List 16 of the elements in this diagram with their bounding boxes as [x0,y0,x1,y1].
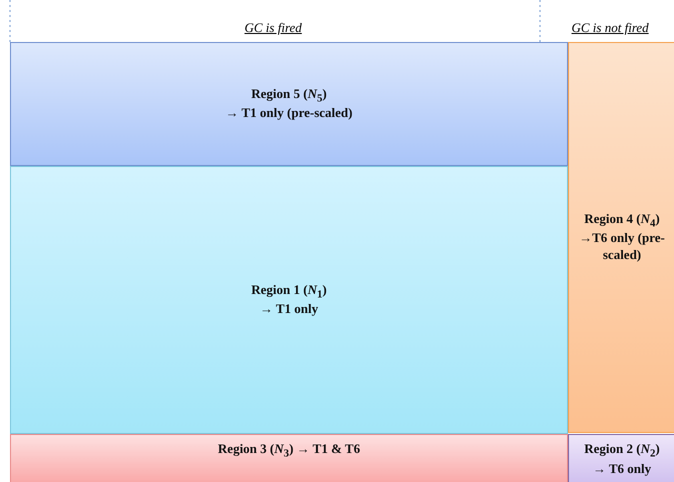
column-heading: GC is not fired [572,20,649,36]
region-label: → T1 only [260,301,318,318]
region-label: → T6 only [592,460,652,478]
region-label: Region 3 (N$_{3}$) → T1 & T6 [218,441,360,461]
region-label: Region 2 (N$_{2}$) [584,441,660,461]
region-box [568,42,674,433]
column-heading: GC is fired [244,20,302,36]
region-label: →T6 only (pre-scaled) [578,230,666,264]
region-label: Region 5 (N$_{5}$) [251,86,327,106]
region-box [10,42,568,166]
region-box [10,434,568,482]
region-label: → T1 only (pre-scaled) [226,105,352,122]
region-box [10,166,568,434]
region-box [568,434,674,482]
region-label: Region 4 (N$_{4}$) [584,210,660,230]
region-label: Region 1 (N$_{1}$) [251,282,327,302]
